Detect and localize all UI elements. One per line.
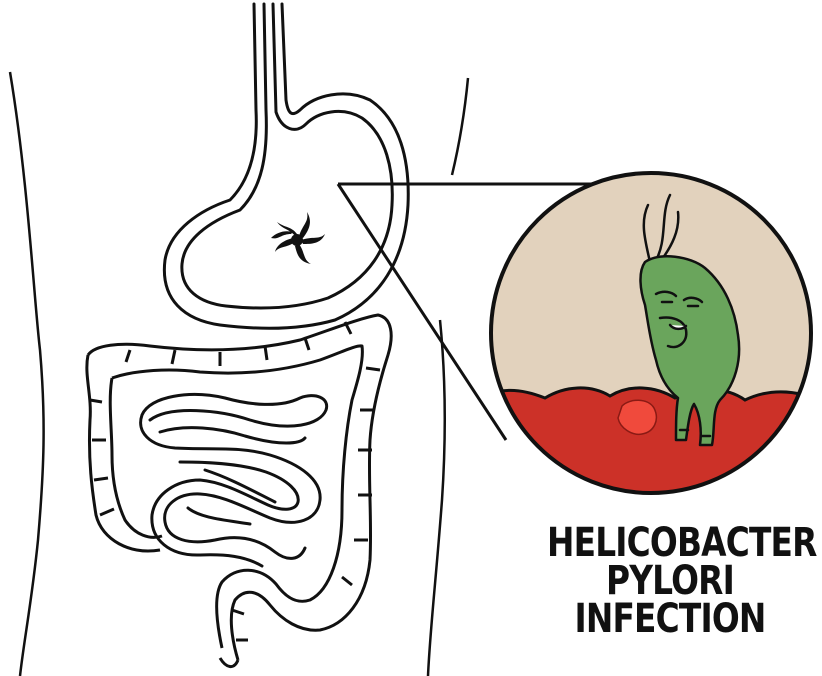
infection-title: HELICOBACTER PYLORI INFECTION xyxy=(547,524,793,638)
bacteria-cluster-icon xyxy=(271,212,325,264)
small-intestine xyxy=(141,395,327,566)
magnified-view xyxy=(480,173,820,520)
title-line-1: HELICOBACTER xyxy=(547,524,793,562)
title-line-2: PYLORI xyxy=(547,562,793,600)
stomach xyxy=(164,4,408,328)
title-line-3: INFECTION xyxy=(547,600,793,638)
